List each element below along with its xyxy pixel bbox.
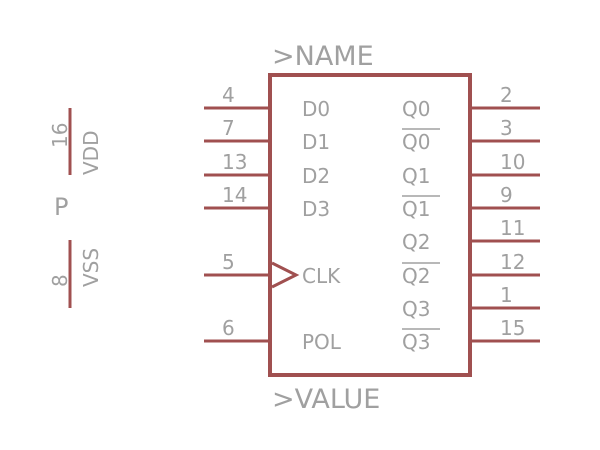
name-placeholder-label: >NAME bbox=[272, 41, 374, 72]
pin-number-q2: 11 bbox=[500, 216, 525, 240]
pin-number-q3: 1 bbox=[500, 283, 513, 307]
pin-name-pol: POL bbox=[302, 330, 342, 354]
pin-number-pol: 6 bbox=[222, 316, 235, 340]
pin-name-q3-bar: Q3 bbox=[402, 330, 430, 354]
pin-number-q2-bar: 12 bbox=[500, 250, 525, 274]
pin-name-q2-bar: Q2 bbox=[402, 264, 430, 288]
vss-pin-number: 8 bbox=[48, 274, 72, 287]
pin-number-d3: 14 bbox=[222, 183, 247, 207]
pin-number-d0: 4 bbox=[222, 83, 235, 107]
pin-name-q0-bar: Q0 bbox=[402, 130, 430, 154]
power-pins-group: 16 VDD P 8 VSS bbox=[48, 108, 103, 308]
pin-number-d1: 7 bbox=[222, 116, 235, 140]
pin-name-q2: Q2 bbox=[402, 230, 430, 254]
component-body bbox=[268, 73, 472, 377]
pin-number-d2: 13 bbox=[222, 150, 247, 174]
power-part-label: P bbox=[54, 193, 68, 221]
pin-name-q0: Q0 bbox=[402, 97, 430, 121]
vdd-pin-label: VDD bbox=[79, 131, 103, 175]
pin-number-q0-bar: 3 bbox=[500, 116, 513, 140]
pin-name-d0: D0 bbox=[302, 97, 330, 121]
pin-number-q1-bar: 9 bbox=[500, 183, 513, 207]
pin-name-d3: D3 bbox=[302, 197, 330, 221]
pin-name-q1: Q1 bbox=[402, 164, 430, 188]
vdd-pin-number: 16 bbox=[48, 123, 72, 148]
value-placeholder-label: >VALUE bbox=[272, 384, 380, 415]
pin-number-q1: 10 bbox=[500, 150, 525, 174]
pin-number-clk: 5 bbox=[222, 250, 235, 274]
pin-name-q3: Q3 bbox=[402, 297, 430, 321]
pin-name-d1: D1 bbox=[302, 130, 330, 154]
pin-number-q3-bar: 15 bbox=[500, 316, 525, 340]
pin-number-q0: 2 bbox=[500, 83, 513, 107]
pin-name-clk: CLK bbox=[302, 264, 341, 288]
vss-pin-label: VSS bbox=[79, 248, 103, 287]
clock-input-triangle bbox=[271, 261, 300, 289]
pin-name-d2: D2 bbox=[302, 164, 330, 188]
pin-name-q1-bar: Q1 bbox=[402, 197, 430, 221]
